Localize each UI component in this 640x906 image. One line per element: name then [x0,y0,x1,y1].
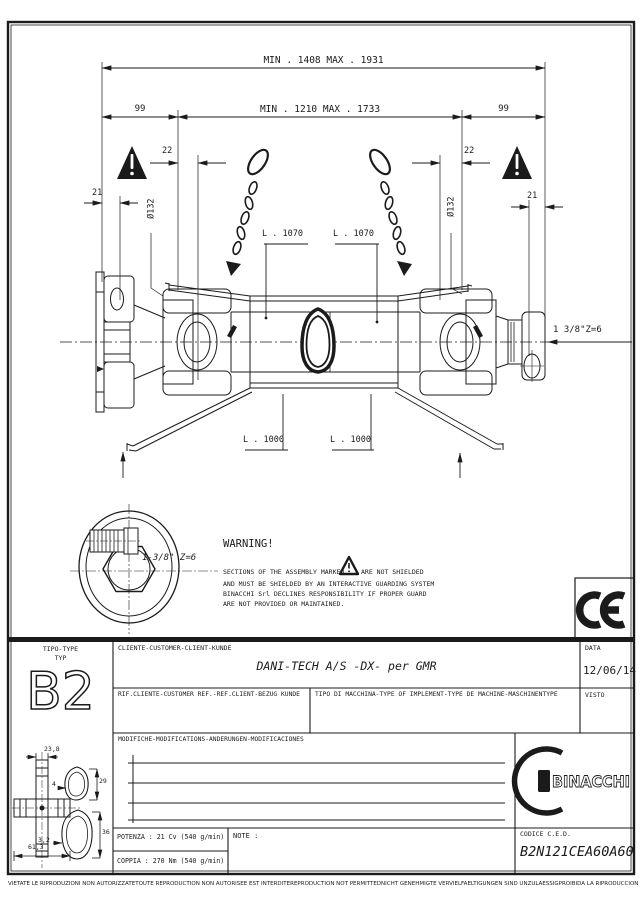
notice-it: VIETATE LE RIPRODUZIONI NON AUTORIZZATE [8,881,136,887]
binacchi-logo: BINACCHI [511,746,630,816]
warning-line2: AND MUST BE SHIELDED BY AN INTERACTIVE G… [223,580,435,588]
spline-section-detail [70,504,218,634]
code-value: B2N121CEA60A60 [520,844,634,860]
date-label: DATA [585,644,601,652]
dim-pin-right: 21 [527,191,538,201]
spline-shaft-end [495,311,546,382]
chain-left-icon [226,148,269,276]
dim-tube1-size: 29 [99,777,107,785]
chain-right-icon [369,148,412,276]
dim-inner-length: MIN . 1210 MAX . 1733 [259,104,381,115]
dim-tube2-size: 36 [102,828,110,836]
leader-lines [245,243,379,451]
flange-hub-left [95,271,166,413]
dim-guard-diameter-left: Ø132 [146,198,157,219]
note-label: NOTE : [233,832,259,840]
tube-profile-small-1 [57,766,100,801]
modifications-label: MODIFICHE-MODIFICATIONS-ANDERUNGEN-MODIF… [118,736,304,743]
tube-profile-small-2 [53,809,103,860]
guard-cone-left [126,282,253,452]
notice-es: PROIBIDA LA RIPRODUCCION NO AUTORIZADA [558,881,640,887]
dim-overall-length: MIN . 1408 MAX . 1931 [263,55,384,66]
modification-rules [128,755,505,823]
approved-label: VISTO [585,691,605,699]
warning-line1-post: ARE NOT SHIELDED [361,568,424,576]
dim-guard-length-right: L . 1000 [330,435,371,445]
spline-callout: 1 3/8"Z=6 [553,325,602,335]
warning-line3: BINACCHI Srl DECLINES RESPONSIBILITY IF … [223,590,427,598]
customer-value: DANI-TECH A/S -DX- per GMR [256,659,437,673]
warning-title: WARNING! [223,538,274,550]
dim-cross-length: 61,3 [28,843,44,851]
dimension-lines [84,65,632,478]
guard-tube [230,295,421,389]
torque-value: COPPIA : 270 Nm (540 g/min) [117,857,225,865]
date-value: 12/06/14 [583,664,636,677]
drawing-frame [6,20,636,876]
warning-triangle-right-icon [502,146,532,179]
dim-offset-left: 99 [134,104,146,114]
dim-tube1-wall: 4 [52,780,56,788]
warning-triangle-left-icon [117,146,147,179]
dim-hub-right: 22 [464,146,475,156]
binacchi-logo-text: BINACCHI [552,772,630,791]
dim-tube-length-left: L . 1070 [262,229,303,239]
yoke-right [419,288,497,396]
type-label-2: TYP [54,654,67,662]
notice-en: REPRODUCTION NOT PERMITTED [290,881,382,887]
dim-guard-length-left: L . 1000 [243,435,284,445]
reproduction-notices: VIETATE LE RIPRODUZIONI NON AUTORIZZATE … [8,881,640,887]
yoke-left [162,288,237,396]
dim-tube2-wall: 3,2 [38,836,50,844]
dim-cross-width: 23,8 [44,745,60,753]
dim-guard-diameter-right: Ø132 [446,196,457,217]
notice-de: NICHT GENEHMIGTE VERVIELFAELTIGUNGEN SIN… [381,881,559,887]
customer-label: CLIENTE-CUSTOMER-CLIENT-KUNDE [118,644,232,652]
tube-profile [300,307,336,374]
type-value: B2 [25,662,95,722]
dim-pin-left: 21 [92,188,103,198]
type-label-1: TIPO-TYPE [42,645,79,653]
spline-detail-label: 1-3/8" Z=6 [142,553,197,563]
dim-offset-right: 99 [498,104,509,114]
warning-line4: ARE NOT PROVIDED OR MAINTAINED. [223,600,345,608]
dim-hub-left: 22 [162,146,173,156]
dim-tube-length-right: L . 1070 [333,229,374,239]
guard-cone-right [394,284,504,450]
ce-mark-icon [574,577,635,639]
code-label: CODICE C.E.D. [520,830,571,838]
customer-ref-label: RIF.CLIENTE-CUSTOMER REF.-REF.CLIENT-BEZ… [118,691,300,698]
machine-type-label: TIPO DI MACCHINA-TYPE OF IMPLEMENT-TYPE … [315,691,558,698]
notice-fr: TOUTE REPRODUCTION NON AUTORISEE EST INT… [135,881,291,887]
cross-journal-drawing [12,752,82,868]
power-value: POTENZA : 21 Cv (540 g/min) [117,833,225,841]
warning-line1-pre: SECTIONS OF THE ASSEMBLY MARKED [223,568,345,576]
